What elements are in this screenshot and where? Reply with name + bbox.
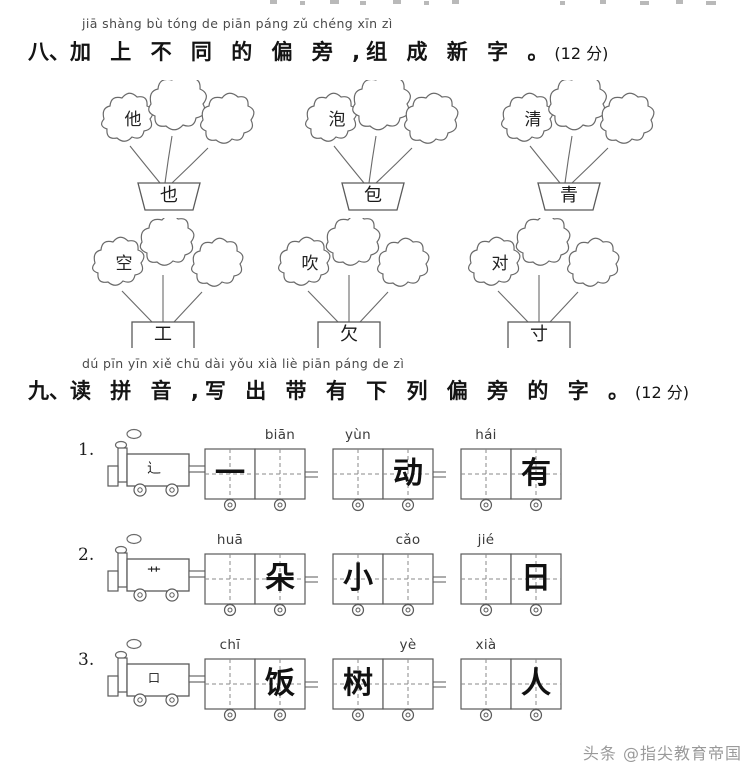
section-8-pinyin: jiā shàng bù tóng de piān páng zǔ chéng … (82, 16, 393, 31)
train-2-car-2-body (332, 553, 446, 617)
train-2-number: 2. (78, 545, 95, 565)
train-1-car-1-pinyin: biān (264, 427, 296, 443)
flower-4-pot-char: 工 (154, 324, 172, 345)
train-2-car-1-body (204, 553, 318, 617)
flower-group-5: 吹 欠 (248, 218, 448, 353)
page-top-cutoff-marks (0, 0, 756, 10)
train-3-car-3-pinyin: xià (475, 637, 497, 653)
train-2-car-3-pinyin: jié (477, 532, 495, 548)
flower-pot-1 (137, 182, 201, 211)
flower-3-pot-char: 青 (560, 185, 578, 206)
train-1-car-3-cell-2: 有 (521, 456, 551, 491)
section-9-heading: 九、读 拼 音 ,写 出 带 有 下 列 偏 旁 的 字 。(12 分) (28, 375, 689, 405)
train-2-car-2-cell-1: 小 (343, 561, 373, 596)
train-3-car-2-cell-1: 树 (343, 666, 373, 701)
train-3-car-2-pinyin: yè (399, 637, 417, 653)
section-9-number: 九、 (28, 379, 70, 403)
section-9-score: (12 分) (635, 383, 689, 402)
flower-group-3: 清 青 (468, 80, 668, 215)
train-1-car-2-cell-2: 动 (393, 456, 423, 491)
train-1-car-3-pinyin: hái (475, 427, 497, 443)
train-row-1: 1. 辶 (0, 412, 756, 517)
flower-1-char-1: 他 (124, 110, 142, 130)
train-2-car-3: jié 日 (459, 532, 569, 622)
section-8-score: (12 分) (554, 44, 609, 63)
locomotive-2-radical: 艹 (147, 566, 161, 582)
train-1-car-3-body (460, 448, 562, 512)
flower-5-char-1: 吹 (301, 254, 319, 274)
train-1-car-1-body (204, 448, 318, 512)
flower-group-4-drawing (92, 218, 244, 348)
flower-pot-2 (341, 182, 405, 211)
section-8-title-text: 加 上 不 同 的 偏 旁 ,组 成 新 字 。 (70, 40, 555, 64)
train-3-car-1: chī 饭 (203, 637, 318, 727)
train-2-car-3-cell-2: 日 (521, 561, 551, 596)
flower-group-5-drawing (278, 218, 430, 348)
locomotive-1 (107, 428, 210, 497)
flower-pot-3 (537, 182, 601, 211)
flower-6-pot-char: 寸 (530, 324, 548, 345)
train-1-car-1-cell-1: 一 (215, 456, 245, 491)
flower-group-2-drawing (305, 80, 459, 211)
train-3-car-1-cell-2: 饭 (265, 666, 295, 701)
flower-group-6: 对 寸 (438, 218, 638, 353)
train-1-car-2-body (332, 448, 446, 512)
train-3-car-2-body (332, 658, 446, 722)
section-8-heading: 八、加 上 不 同 的 偏 旁 ,组 成 新 字 。(12 分) (28, 36, 608, 66)
train-3-car-1-body (204, 658, 318, 722)
flower-3-char-1: 清 (524, 110, 542, 130)
train-3-car-3-cell-2: 人 (521, 666, 551, 701)
train-1-car-2: yùn 动 (331, 427, 446, 517)
flower-group-4: 空 工 (62, 218, 262, 353)
flower-4-char-1: 空 (115, 254, 133, 274)
flower-group-1: 他 也 (68, 80, 268, 215)
train-3-car-3: xià 人 (459, 637, 569, 727)
train-2-car-2-pinyin: cǎo (395, 532, 421, 548)
train-row-3: 3. 口 (0, 622, 756, 727)
train-2-car-2: cǎo 小 (331, 532, 446, 622)
train-1-car-1: biān 一 (203, 427, 318, 517)
train-2-car-1-pinyin: huā (216, 532, 244, 548)
flower-pot-4 (131, 321, 195, 348)
flower-pot-6 (507, 321, 571, 348)
train-3-car-1-pinyin: chī (219, 637, 241, 653)
flower-2-pot-char: 包 (364, 185, 382, 206)
flower-5-pot-char: 欠 (340, 324, 358, 345)
train-3-number: 3. (78, 650, 95, 670)
flower-group-6-drawing (468, 218, 620, 348)
watermark: 头条 @指尖教育帝国 (582, 744, 742, 763)
flower-group-1-drawing (101, 80, 255, 211)
locomotive-3 (107, 638, 210, 707)
train-1-car-3: hái 有 (459, 427, 569, 517)
train-2-car-1: huā 朵 (203, 532, 318, 622)
train-1-car-2-pinyin: yùn (344, 427, 371, 443)
flower-1-pot-char: 也 (160, 185, 178, 206)
section-9-pinyin: dú pīn yīn xiě chū dài yǒu xià liè piān … (82, 356, 405, 371)
section-9-title-text: 读 拼 音 ,写 出 带 有 下 列 偏 旁 的 字 。 (70, 379, 636, 403)
train-3-car-2: yè 树 (331, 637, 446, 727)
train-row-2: 2. 艹 (0, 517, 756, 622)
flower-group-2: 泡 包 (272, 80, 472, 215)
locomotive-1-radical: 辶 (147, 461, 161, 477)
flower-2-char-1: 泡 (328, 110, 346, 130)
flower-group-3-drawing (501, 80, 655, 211)
train-3-car-3-body (460, 658, 562, 722)
locomotive-3-radical: 口 (147, 671, 160, 685)
train-1-number: 1. (78, 440, 95, 460)
flower-pot-5 (317, 321, 381, 348)
train-2-car-3-body (460, 553, 562, 617)
section-8-number: 八、 (28, 40, 70, 64)
locomotive-2 (107, 533, 210, 602)
train-2-car-1-cell-2: 朵 (265, 561, 295, 596)
flower-6-char-1: 对 (491, 254, 509, 274)
